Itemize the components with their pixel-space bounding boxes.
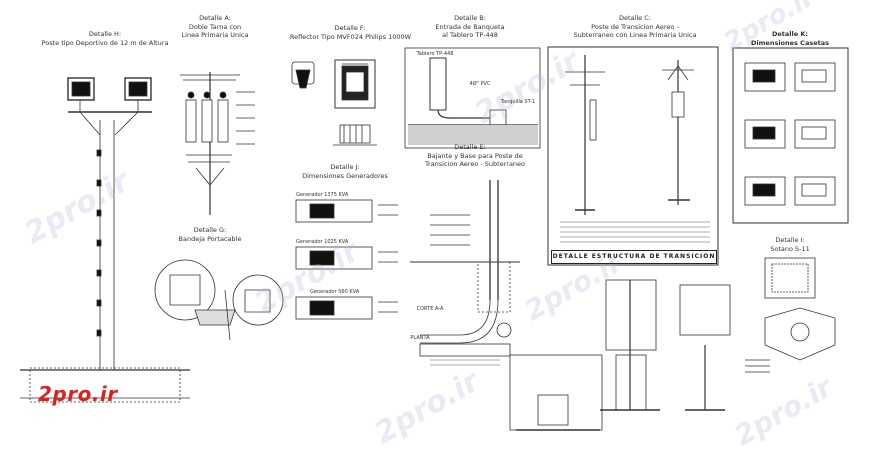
detail-j-subtitle: Dimensiones Generadores — [302, 172, 388, 180]
detail-k-subtitle: Dimensiones Casetas — [751, 39, 829, 47]
transition-structure-banner: DETALLE ESTRUCTURA DE TRANSICION — [551, 250, 717, 264]
section-aa-label: CORTE A-A — [416, 306, 444, 312]
pvc-tube-label: 4Ø" PVC — [469, 81, 491, 87]
detail-g-subtitle: Bandeja Portacable — [178, 235, 242, 243]
plan-label: PLANTA — [410, 335, 430, 341]
detail-h-subtitle: Poste tipo Deportivo de 12 m de Altura — [41, 39, 169, 47]
tablero-label: Tablero TP-448 — [416, 51, 454, 57]
detail-i-subtitle: Sotano S-11 — [770, 245, 810, 253]
detail-c-subtitle: Poste de Transicion Aereo - Subterraneo … — [573, 23, 697, 39]
basement-drawing — [745, 257, 836, 373]
detail-c-title: Detalle C: — [619, 14, 651, 22]
detail-a-subtitle: Doble Tarna con Linea Primaria Unica — [181, 23, 249, 39]
downspout-base-drawing — [410, 180, 520, 366]
foundation-section-drawing — [509, 279, 731, 431]
generator-1025-label: Generador 1025 KVA — [296, 239, 349, 245]
double-tower-drawing — [180, 72, 255, 215]
tanquilla-label: Tanquilla ST-1 — [500, 99, 536, 105]
detail-e-subtitle: Bajante y Base para Poste de Transicion … — [424, 152, 526, 168]
entrance-section-drawing — [404, 47, 541, 149]
detail-j-title: Detalle J: — [330, 163, 360, 171]
transition-pole-drawing — [547, 46, 719, 266]
detail-b-title: Detalle B: — [454, 14, 486, 22]
generator-1375-label: Generador 1375 KVA — [296, 192, 349, 198]
generator-560-label: Generador 560 KVA — [310, 289, 360, 295]
detail-b-subtitle: Entrada de Banqueta al Tablero TP-448 — [435, 23, 505, 39]
detail-f-subtitle: Reflector Tipo MVF024 Philips 1000W — [289, 33, 412, 41]
site-logo: 2pro.ir — [38, 382, 118, 406]
detail-i-title: Detalle I: — [775, 236, 805, 244]
generator-dimensions-drawing — [295, 199, 398, 320]
reflector-drawing — [291, 59, 377, 146]
detail-h-title: Detalle H: — [88, 30, 122, 38]
detail-g-title: Detalle G: — [193, 226, 227, 234]
detail-e-title: Detalle E: — [454, 143, 486, 151]
cable-tray-drawing — [154, 259, 284, 341]
sports-pole-drawing — [20, 77, 190, 403]
detail-f-title: Detalle F: — [334, 24, 366, 32]
detail-k-title: Detalle K: — [771, 30, 809, 38]
detail-a-title: Detalle A: — [199, 14, 231, 22]
booth-dimensions-drawing — [732, 47, 849, 224]
